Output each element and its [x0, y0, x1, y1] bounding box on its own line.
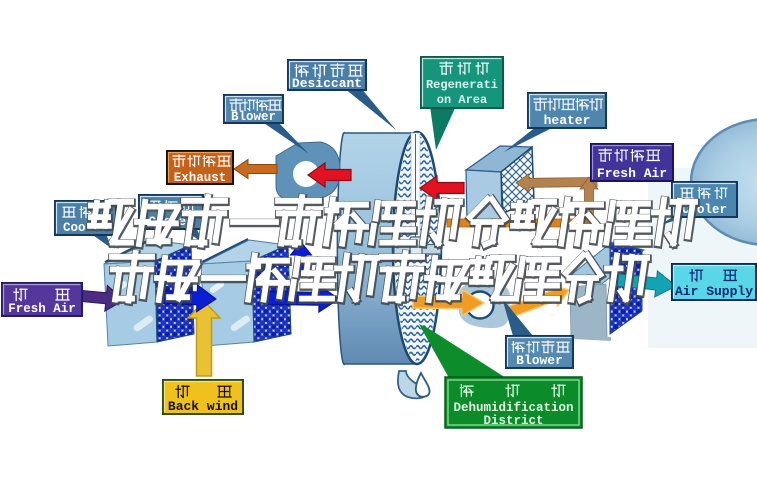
- svg-text:Fresh Air: Fresh Air: [597, 166, 667, 181]
- svg-text:on Area: on Area: [437, 93, 487, 107]
- svg-text:Blower: Blower: [231, 110, 276, 124]
- svg-text:Exhaust: Exhaust: [174, 171, 227, 185]
- svg-text:Blower: Blower: [516, 353, 563, 368]
- svg-text:Fresh Air: Fresh Air: [8, 302, 76, 316]
- svg-text:heater: heater: [544, 113, 591, 128]
- svg-text:District: District: [483, 414, 543, 428]
- svg-text:Regenerati: Regenerati: [426, 78, 498, 92]
- svg-text:Back wind: Back wind: [168, 399, 238, 414]
- svg-text:Desiccant: Desiccant: [292, 76, 362, 91]
- svg-text:Air Supply: Air Supply: [675, 284, 753, 299]
- svg-text:Dehumidification: Dehumidification: [453, 401, 573, 415]
